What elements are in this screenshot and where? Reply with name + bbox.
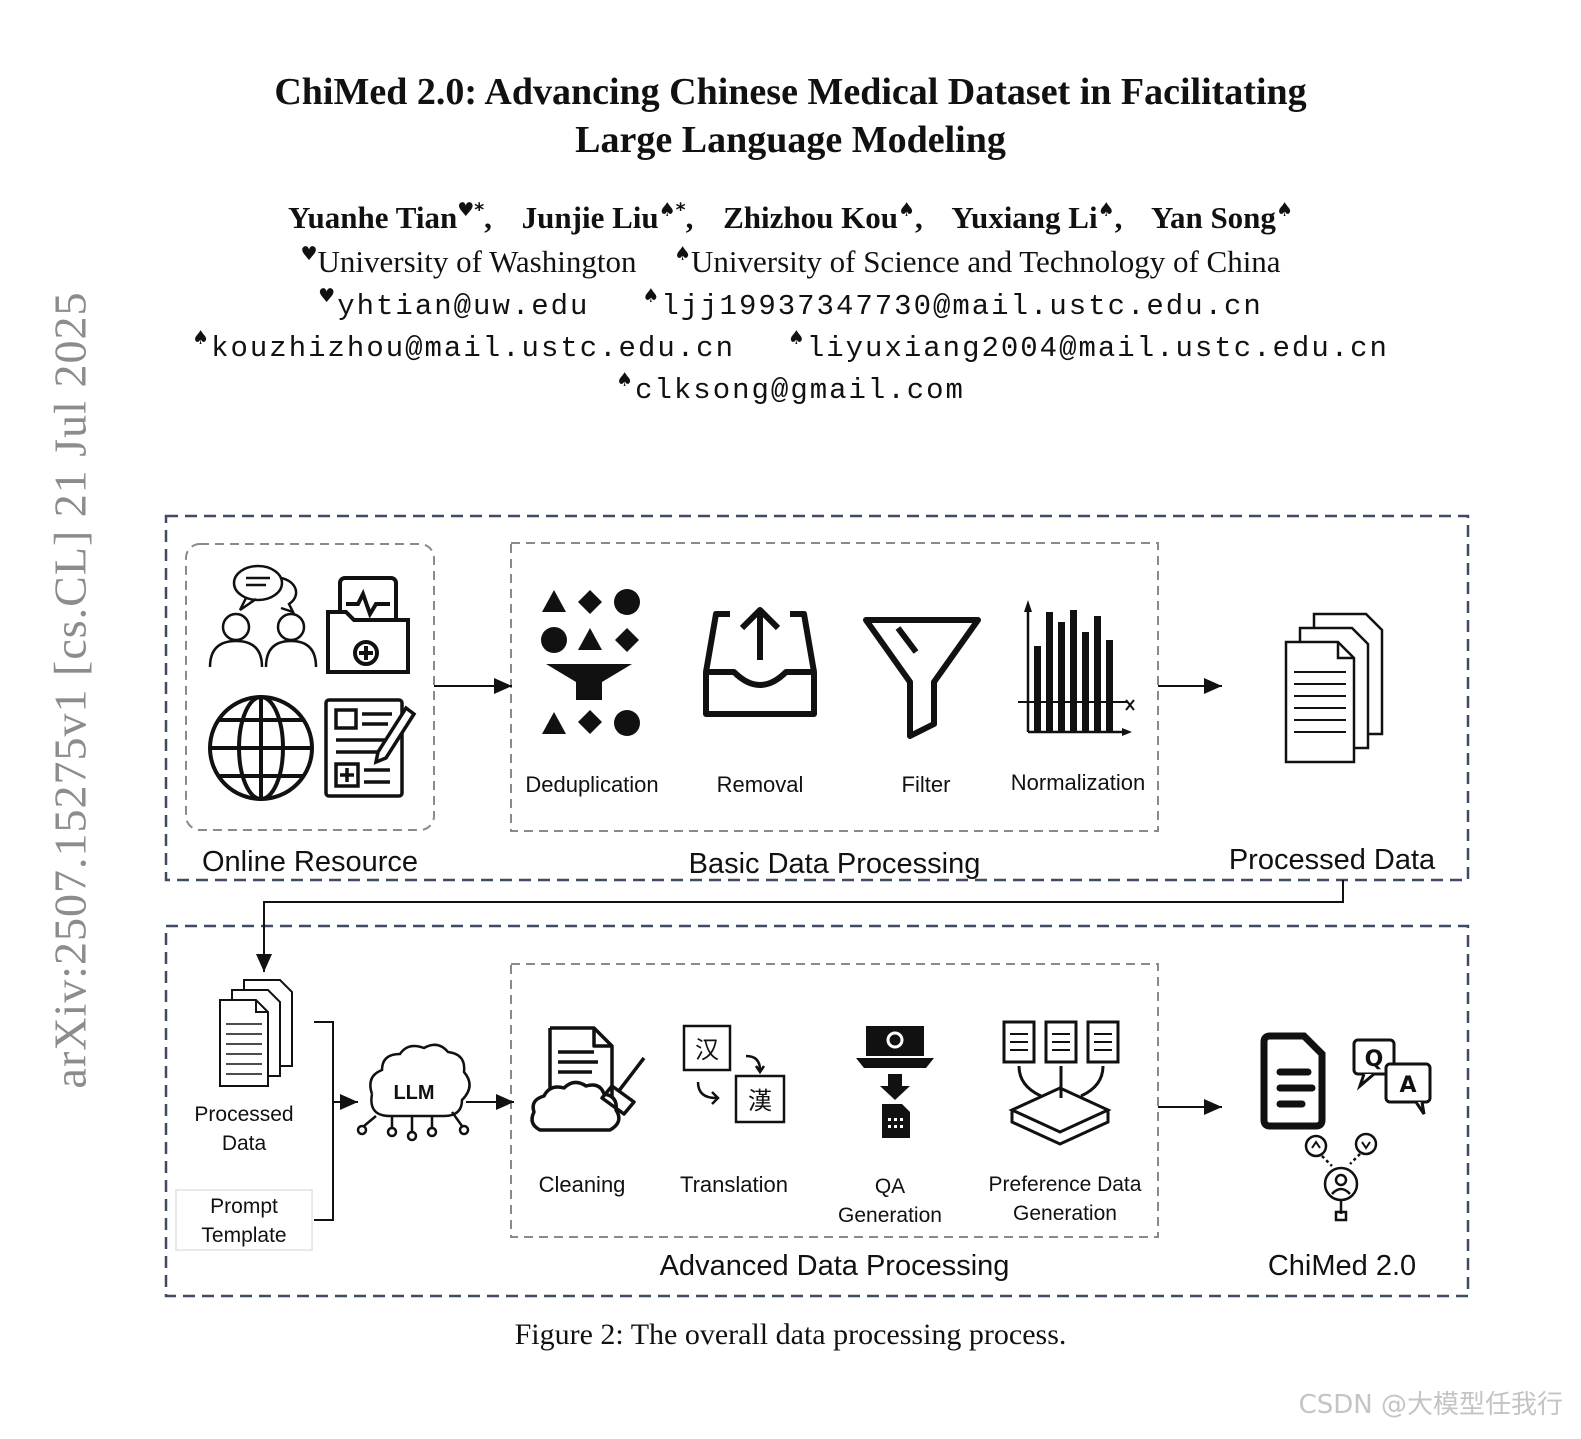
step-label-preference-data-generation: Preference Data Generation <box>972 1170 1158 1228</box>
paper-title-line-1: ChiMed 2.0: Advancing Chinese Medical Da… <box>274 71 1307 113</box>
preference-generation-line-1: Preference Data <box>988 1173 1142 1196</box>
bar-chart-icon <box>1018 600 1135 736</box>
email-mark: ♠ <box>192 327 212 349</box>
email-mark: ♥ <box>318 285 338 307</box>
affiliation-mark: ♥ <box>300 243 318 265</box>
online-resource-box <box>185 543 435 831</box>
author-mark: ♠ <box>1275 199 1293 221</box>
email-line-3: ♠clksong@gmail.com <box>0 369 1581 407</box>
prompt-template-label: Prompt Template <box>176 1192 312 1250</box>
funnel-icon <box>863 617 981 739</box>
step-label-qa-generation: QA Generation <box>820 1172 960 1230</box>
chimed-output-label: ChiMed 2.0 <box>1267 1250 1417 1282</box>
documents-icon <box>219 979 293 1087</box>
email-address[interactable]: kouzhizhou@mail.ustc.edu.cn <box>211 332 735 365</box>
step-label-translation: Translation <box>679 1172 788 1197</box>
translate-glyph-traditional: 漢 <box>748 1087 772 1115</box>
online-resource-label: Online Resource <box>202 846 418 878</box>
qa-generation-line-1: QA <box>874 1175 906 1198</box>
bracket-inputs <box>314 1021 334 1221</box>
author-name: Yan Song <box>1151 200 1276 235</box>
feedback-user-icon <box>1304 1132 1378 1222</box>
figure-caption: Figure 2: The overall data processing pr… <box>514 1318 1067 1351</box>
preference-data-icon <box>1002 1020 1120 1146</box>
email-line-1: ♥yhtian@uw.edu ♠ljj19937347730@mail.ustc… <box>0 285 1581 323</box>
author-mark: ♠* <box>658 199 686 221</box>
dedup-shapes-icon <box>541 589 640 736</box>
inbox-upload-icon <box>703 607 817 717</box>
input-data-label: Processed Data <box>176 1100 312 1158</box>
top-panel-border <box>164 514 1470 882</box>
author-name: Yuanhe Tian <box>288 200 458 235</box>
bottom-panel-border <box>164 924 1470 1298</box>
prompt-template-label-line-2: Template <box>201 1224 287 1247</box>
medical-folder-icon <box>326 576 410 674</box>
arxiv-identifier: arXiv:2507.15275v1 [cs.CL] 21 Jul 2025 <box>44 291 96 1089</box>
input-data-label-line-2: Data <box>221 1132 267 1155</box>
email-mark: ♠ <box>616 369 636 391</box>
chat-people-icon <box>208 564 318 668</box>
input-data-label-line-1: Processed <box>194 1103 294 1126</box>
email-address[interactable]: yhtian@uw.edu <box>337 290 590 323</box>
cleaning-broom-icon <box>530 1026 646 1132</box>
step-label-deduplication: Deduplication <box>525 772 659 797</box>
prompt-template-label-line-1: Prompt <box>210 1195 278 1218</box>
email-line-2: ♠kouzhizhou@mail.ustc.edu.cn ♠liyuxiang2… <box>0 327 1581 365</box>
affiliation-name: University of Science and Technology of … <box>691 244 1281 279</box>
basic-processing-label: Basic Data Processing <box>688 848 981 880</box>
qa-generation-line-2: Generation <box>838 1204 942 1227</box>
email-address[interactable]: ljj19937347730@mail.ustc.edu.cn <box>661 290 1263 323</box>
step-label-removal: Removal <box>716 772 804 797</box>
qa-answer-glyph: A <box>1399 1073 1416 1098</box>
affiliations: ♥University of Washington ♠University of… <box>0 243 1581 280</box>
affiliation-mark: ♠ <box>673 243 691 265</box>
email-address[interactable]: liyuxiang2004@mail.ustc.edu.cn <box>806 332 1389 365</box>
email-mark: ♠ <box>642 285 662 307</box>
connector-top-to-bottom <box>256 880 1344 972</box>
qa-question-glyph: Q <box>1365 1047 1384 1072</box>
author-name: Yuxiang Li <box>951 200 1098 235</box>
processed-data-label: Processed Data <box>1228 844 1436 876</box>
preference-generation-line-2: Generation <box>1013 1202 1117 1225</box>
email-address[interactable]: clksong@gmail.com <box>635 374 965 407</box>
author-mark: ♥* <box>457 199 485 221</box>
step-label-filter: Filter <box>901 772 951 797</box>
document-icon <box>1260 1032 1326 1130</box>
watermark: CSDN @大模型任我行 <box>1298 1390 1563 1420</box>
laptop-qa-icon <box>856 1026 934 1138</box>
medical-record-icon <box>324 698 417 798</box>
llm-label: LLM <box>393 1082 435 1104</box>
step-label-normalization: Normalization <box>1010 770 1146 795</box>
email-mark: ♠ <box>787 327 807 349</box>
author-mark: ♠ <box>898 199 916 221</box>
affiliation-name: University of Washington <box>317 244 637 279</box>
author-name: Zhizhou Kou <box>723 200 898 235</box>
advanced-processing-label: Advanced Data Processing <box>659 1250 1010 1282</box>
translate-glyph-simplified: 汉 <box>695 1036 719 1064</box>
paper-title-line-2: Large Language Modeling <box>575 119 1006 161</box>
step-label-cleaning: Cleaning <box>538 1172 626 1197</box>
author-list: Yuanhe Tian♥*, Junjie Liu♠*, Zhizhou Kou… <box>288 199 1293 235</box>
globe-icon <box>208 695 314 801</box>
documents-icon <box>1284 612 1384 764</box>
translate-icon <box>682 1024 786 1124</box>
author-name: Junjie Liu <box>521 200 659 235</box>
qa-bubbles-icon <box>1352 1038 1432 1115</box>
author-mark: ♠ <box>1097 199 1115 221</box>
